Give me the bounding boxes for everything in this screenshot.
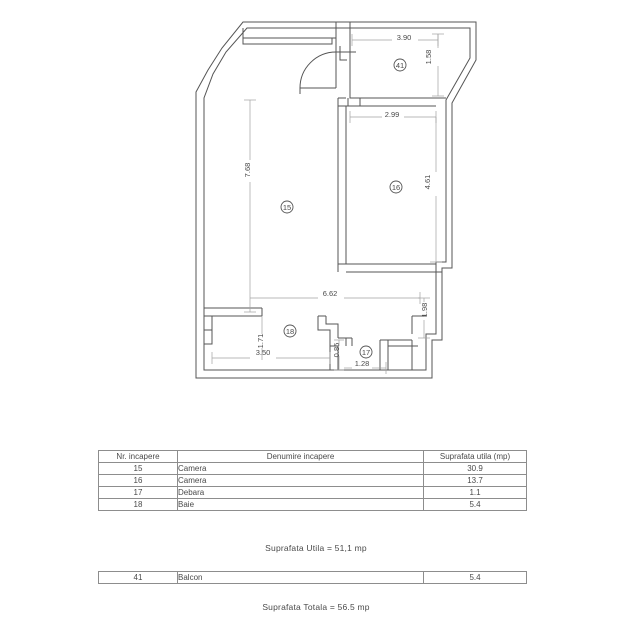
dimension-balcony-width: 3.90	[397, 33, 412, 42]
room-cell-name: Camera	[177, 462, 424, 475]
room-marker-circle	[359, 345, 373, 359]
room-marker-16: 16	[389, 180, 403, 194]
dimension-balcony-depth: 1.58	[424, 50, 433, 65]
header-area: Suprafata utila (mp)	[423, 450, 527, 463]
room-marker-17: 17	[359, 345, 373, 359]
room-cell-nr: 16	[98, 474, 178, 487]
dimension-labels: 3.90 1.58 2.99 4.61 7.68 6.62 1.98 1.713.50 0.85…	[243, 33, 433, 368]
room-marker-label: 17	[362, 348, 370, 357]
room-cell-area: 5.4	[423, 498, 527, 511]
balcony-cell-area: 5.4	[423, 571, 527, 584]
table-header-row: Nr. incapere Denumire incapere Suprafata…	[98, 450, 527, 463]
room-cell-area: 30.9	[423, 462, 527, 475]
room-cell-name: Camera	[177, 474, 424, 487]
room-marker-label: 16	[392, 183, 400, 192]
balcony-cell-name: Balcon	[177, 571, 424, 584]
plan-walls	[195, 21, 477, 379]
dimension-room16-width: 2.99	[385, 110, 400, 119]
room-cell-name: Debara	[177, 486, 424, 499]
dimension-room15-width: 6.62	[323, 289, 338, 298]
room16-walls	[337, 97, 442, 273]
room-marker-15: 15	[280, 200, 294, 214]
dimension-right-offset: 1.98	[420, 303, 429, 318]
dimension-room18-depth: 1.71	[256, 334, 265, 349]
dimension-room17-width: 1.28	[355, 359, 370, 368]
room-cell-area: 13.7	[423, 474, 527, 487]
inner-wall-outline	[203, 27, 471, 371]
room-markers: 41 16 15 18 17	[280, 58, 407, 359]
room-marker-circle	[283, 324, 297, 338]
room-marker-label: 15	[283, 203, 291, 212]
room-marker-18: 18	[283, 324, 297, 338]
bottom-partitions	[204, 307, 426, 370]
total-usable-area: Suprafata Utila = 51,1 mp	[265, 543, 367, 553]
door-swing-arc	[299, 51, 337, 94]
dimension-room17-depth: 0.85	[332, 343, 341, 358]
floor-plan-svg: 3.90 1.58 2.99 4.61 7.68 6.62 1.98 1.713.50 0.85…	[195, 21, 477, 379]
outer-wall-outline	[195, 21, 477, 379]
rooms-table: Nr. incapere Denumire incapere Suprafata…	[98, 450, 527, 511]
room-cell-area: 1.1	[423, 486, 527, 499]
dimension-lines	[211, 33, 444, 374]
room-marker-circle	[389, 180, 403, 194]
room-marker-label: 41	[396, 61, 404, 70]
balcony-partition	[242, 21, 446, 99]
room-cell-nr: 15	[98, 462, 178, 475]
room-marker-label: 18	[286, 327, 294, 336]
room-cell-nr: 17	[98, 486, 178, 499]
dimension-room15-depth: 7.68	[243, 163, 252, 178]
header-nr: Nr. incapere	[98, 450, 178, 463]
total-area: Suprafata Totala = 56.5 mp	[262, 602, 370, 612]
header-name: Denumire incapere	[177, 450, 424, 463]
dimension-room18-width: 3.50	[256, 348, 271, 357]
room-marker-circle	[280, 200, 294, 214]
balcony-cell-nr: 41	[98, 571, 178, 584]
dimension-room16-depth: 4.61	[423, 175, 432, 190]
room-cell-name: Baie	[177, 498, 424, 511]
room-marker-circle	[393, 58, 407, 72]
room-cell-nr: 18	[98, 498, 178, 511]
room-marker-41: 41	[393, 58, 407, 72]
